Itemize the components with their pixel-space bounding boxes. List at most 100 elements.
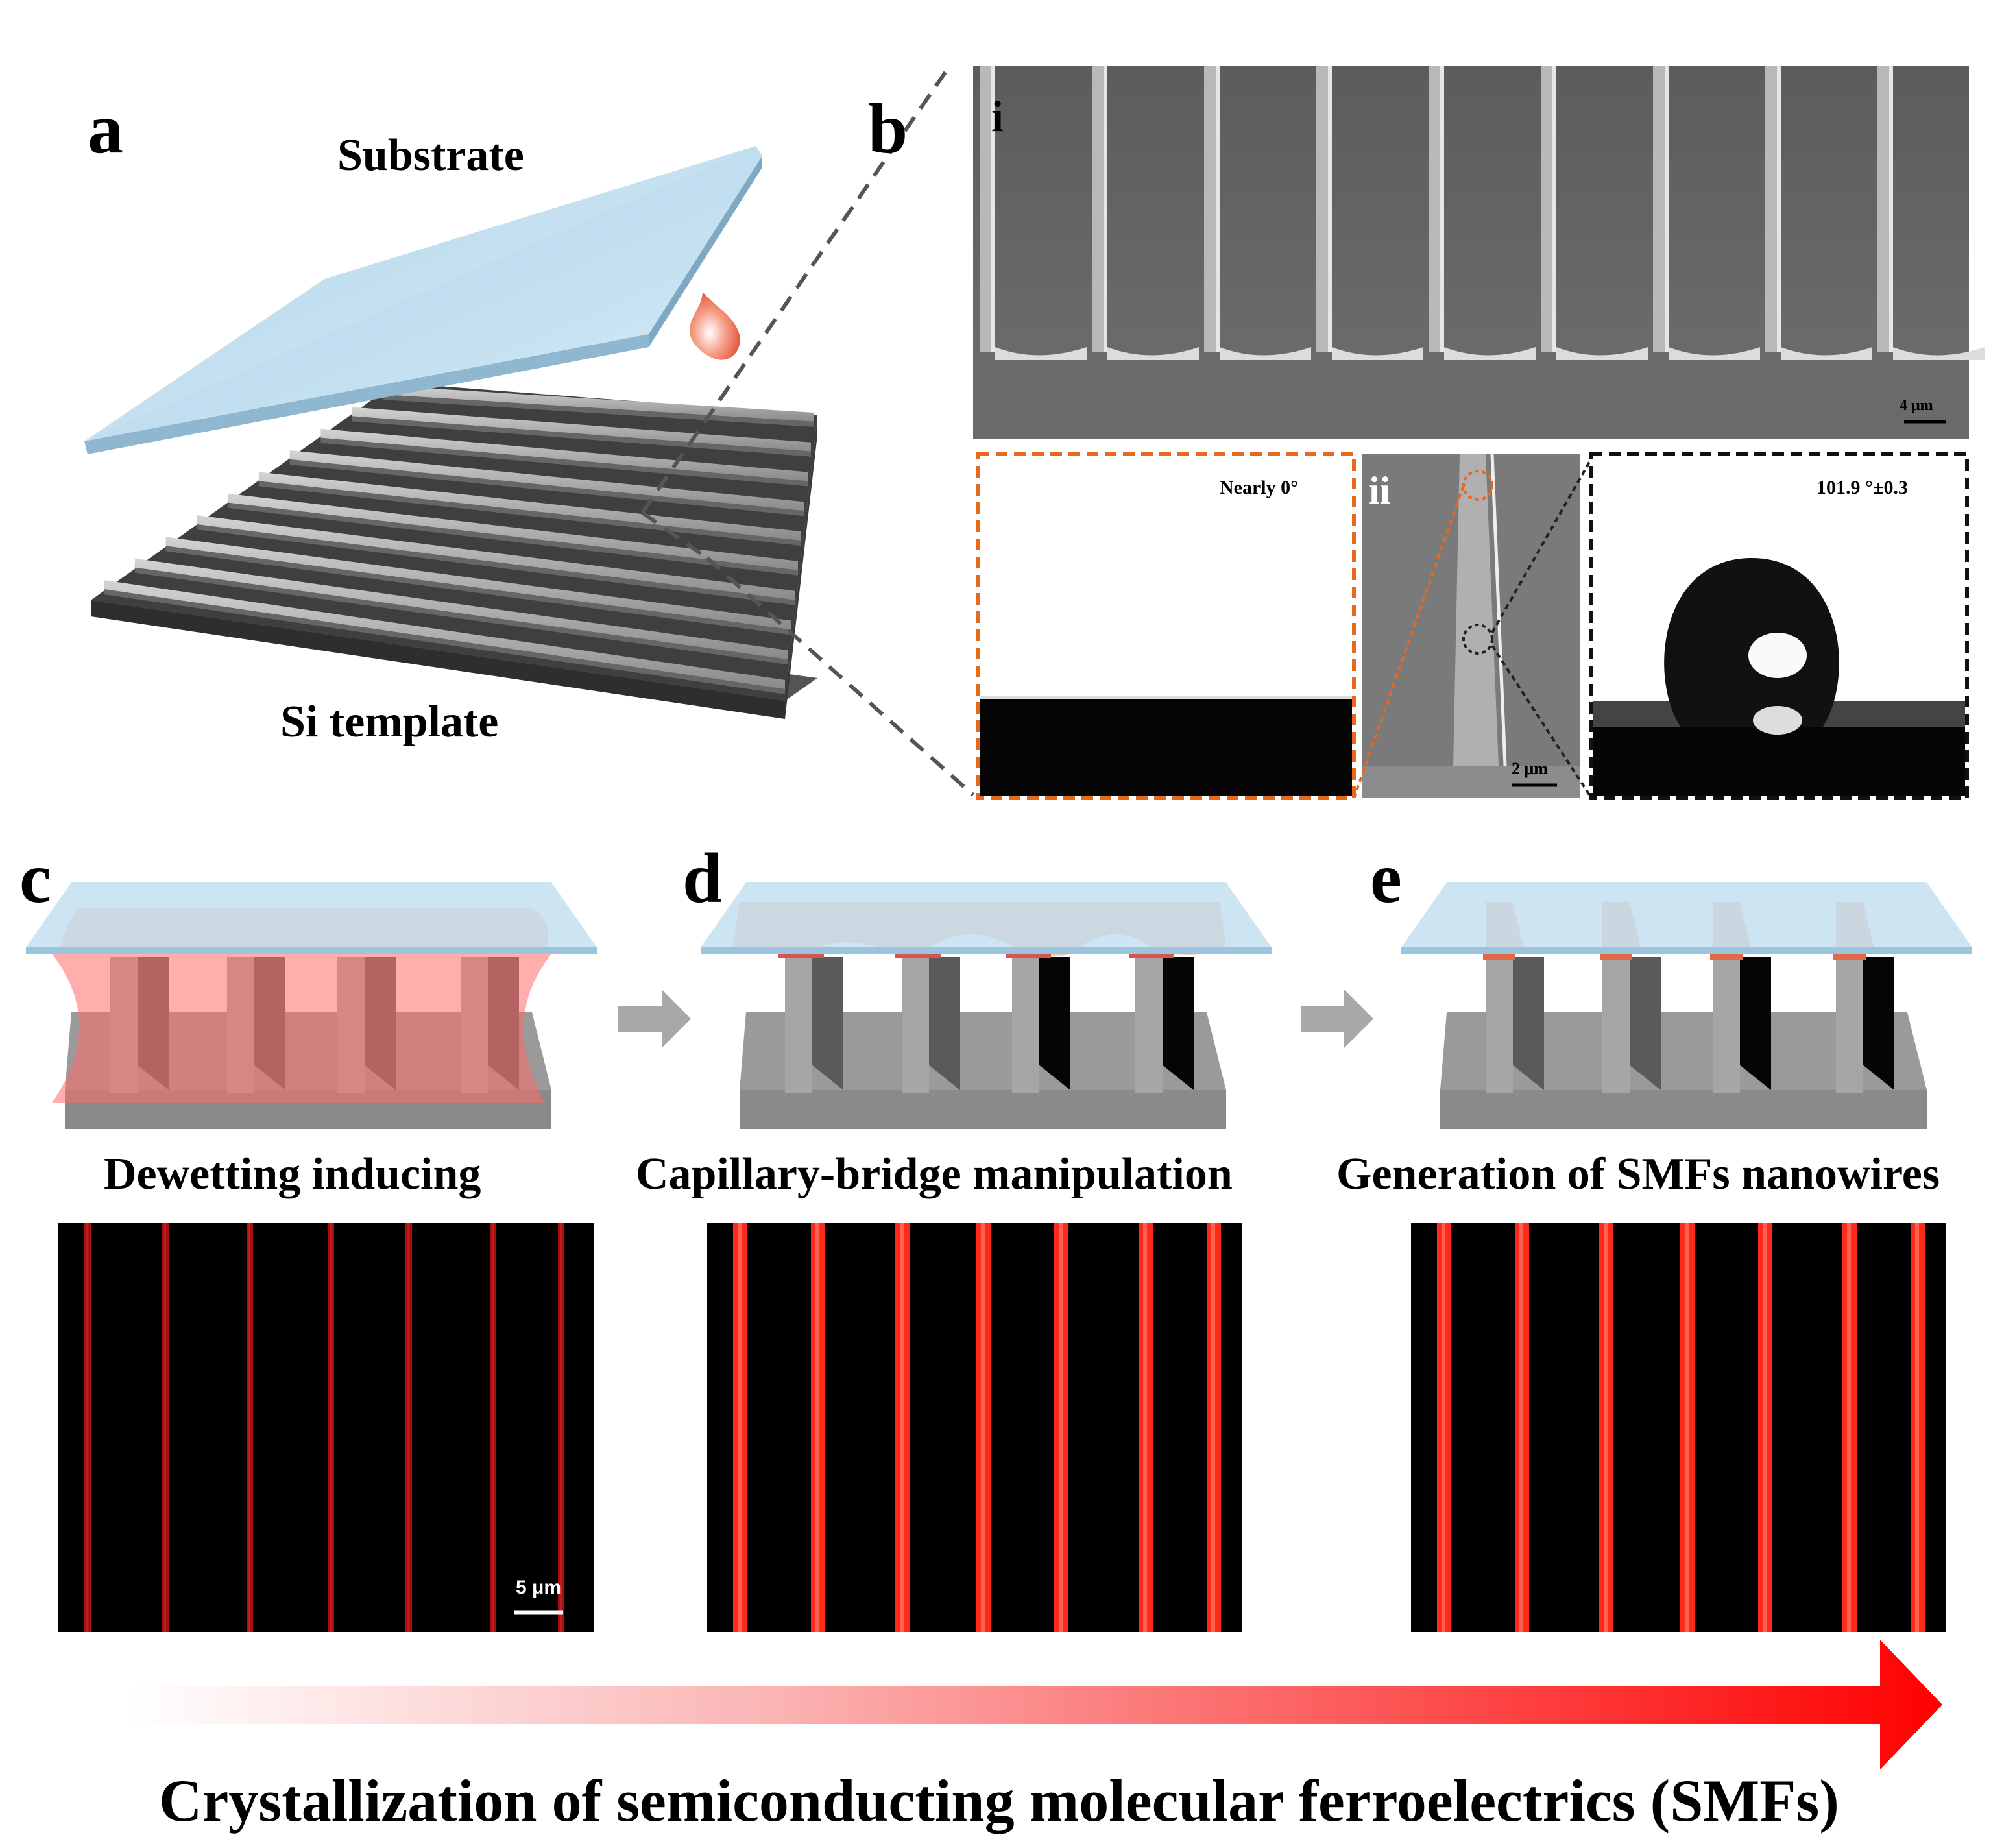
template-ridge — [104, 580, 785, 689]
glass-plate — [1401, 882, 1972, 947]
nanowire-core — [248, 1223, 250, 1632]
nanowire-core — [1059, 1223, 1063, 1632]
nanowire-core — [1763, 1223, 1767, 1632]
template-ridge-side — [320, 437, 808, 487]
base-top — [740, 1012, 1226, 1090]
sem-pillar-highlight — [1440, 66, 1444, 352]
scale-bar-ii-label: 2 μm — [1512, 759, 1548, 778]
caption-c: Dewetting inducing — [104, 1149, 481, 1199]
template-ridge — [383, 385, 814, 422]
pillar-shadow — [811, 957, 843, 1090]
sem-pillar-highlight — [1889, 66, 1893, 352]
solution-fill — [52, 954, 551, 1103]
sub-label-i: i — [991, 91, 1004, 141]
fluorescence-bg — [58, 1223, 594, 1632]
crystallization-arrow — [128, 1640, 1942, 1769]
panel-letter-c: c — [19, 838, 51, 918]
sem-pillar-edge — [1204, 66, 1216, 352]
nanowire-core — [407, 1223, 409, 1632]
base-front — [740, 1090, 1226, 1129]
pillar — [1486, 957, 1513, 1093]
panel-letter-b: b — [868, 89, 908, 168]
pillar-shadow — [1038, 957, 1070, 1090]
fluorescence-bg — [707, 1223, 1242, 1632]
glass-edge — [701, 947, 1272, 954]
schematic-row — [26, 882, 1972, 1129]
template-ridge-side — [165, 546, 792, 635]
pillar — [1713, 957, 1740, 1093]
template-ridge-side — [228, 502, 799, 576]
fluorescence-image — [1411, 1223, 1946, 1632]
step-arrow-1 — [618, 990, 691, 1048]
scale-bar-c-label: 5 μm — [516, 1577, 562, 1598]
template-ridge-side — [134, 567, 788, 665]
pillar-shadow — [1161, 957, 1194, 1090]
sem-pillar-edge — [1092, 66, 1104, 352]
glass-edge — [26, 947, 597, 954]
contact-angle-right-label: 101.9 °±0.3 — [1816, 477, 1908, 498]
scale-bar-i-label: 4 μm — [1900, 397, 1933, 414]
nanowire-core — [1685, 1223, 1689, 1632]
sem-pillar-edge — [1316, 66, 1328, 352]
caption-e: Generation of SMFs nanowires — [1336, 1149, 1940, 1199]
nanowire-core — [1519, 1223, 1523, 1632]
template-ridge-side — [197, 524, 795, 605]
nanowire-core — [1847, 1223, 1851, 1632]
sem-pillar-edge — [1429, 66, 1440, 352]
nanowire-core — [1143, 1223, 1147, 1632]
glass-plate — [701, 882, 1272, 947]
step-arrow-2 — [1301, 990, 1373, 1048]
template-ridge — [258, 472, 801, 541]
base-front — [1440, 1090, 1927, 1129]
sem-pillar-edge — [1653, 66, 1665, 352]
panel-b — [973, 66, 1985, 800]
panel-letter-d: d — [682, 838, 723, 918]
sub-label-ii: ii — [1369, 469, 1391, 512]
template-ridge-side — [289, 459, 805, 517]
sem-pillar-edge — [1541, 66, 1552, 352]
pillar-shadow — [1512, 957, 1544, 1090]
droplet-icon — [689, 292, 740, 360]
water-droplet — [1664, 558, 1839, 727]
sem-pillar-highlight — [1216, 66, 1220, 352]
template-ridge-side — [352, 416, 811, 457]
fluorescence-image — [58, 1223, 594, 1632]
sem-pillar-highlight — [1104, 66, 1107, 352]
sem-pillar-highlight — [1665, 66, 1669, 352]
template-ridge — [320, 428, 808, 481]
nanowire-core — [164, 1223, 166, 1632]
caption-d: Capillary-bridge manipulation — [636, 1149, 1233, 1199]
footer-caption: Crystallization of semiconducting molecu… — [159, 1768, 1839, 1834]
pillar-shadow — [1862, 957, 1894, 1090]
schematic-c — [26, 882, 597, 1129]
sem-pillars — [980, 66, 1985, 360]
sem-pillar-highlight — [1552, 66, 1556, 352]
template-ridge-side — [104, 589, 785, 694]
sem-pillar-edge — [1765, 66, 1777, 352]
nanowire-core — [1604, 1223, 1608, 1632]
sem-groove-bottom — [995, 347, 1087, 360]
sem-groove-bottom — [1332, 347, 1423, 360]
fluorescence-bg — [1411, 1223, 1946, 1632]
template-ridge — [197, 515, 795, 600]
nanowire-core — [738, 1223, 742, 1632]
template-ridge — [165, 537, 792, 630]
nanowire-core — [86, 1223, 88, 1632]
schematic-e — [1401, 882, 1972, 1129]
panel-letter-e: e — [1370, 838, 1402, 918]
pillar — [1012, 957, 1039, 1093]
nanowire-core — [492, 1223, 494, 1632]
nanowire-core — [815, 1223, 819, 1632]
nanowire-core — [560, 1223, 562, 1632]
glass-edge — [1401, 947, 1972, 954]
sem-pillar-highlight — [991, 66, 995, 352]
pillar-shadow — [1739, 957, 1771, 1090]
pillar-shadow — [928, 957, 960, 1090]
pillar — [1602, 957, 1630, 1093]
sem-groove-bottom — [1893, 347, 1985, 360]
panel-letter-a: a — [88, 89, 123, 168]
nanowire-core — [1915, 1223, 1919, 1632]
schematic-d — [701, 882, 1272, 1129]
sem-groove-bottom — [1781, 347, 1872, 360]
